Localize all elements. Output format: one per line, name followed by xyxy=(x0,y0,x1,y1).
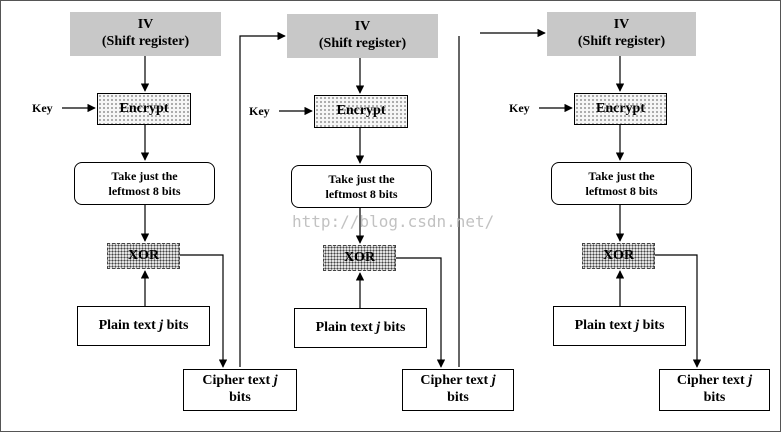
key-label-1: Key xyxy=(32,101,53,115)
encrypt-box-3: Encrypt xyxy=(574,93,667,125)
iv-title-2: IV xyxy=(354,19,371,35)
iv-shift-register-2: IV (Shift register) xyxy=(287,14,438,58)
ciphertext-label-3: Cipher text j xyxy=(676,373,753,389)
encrypt-label-1: Encrypt xyxy=(119,100,169,116)
take-line1-1: Take just the xyxy=(111,169,178,184)
encrypt-label-3: Encrypt xyxy=(596,100,645,116)
encrypt-box-1: Encrypt xyxy=(97,93,191,125)
take-leftmost-bits-box-3: Take just the leftmost 8 bits xyxy=(551,162,692,205)
take-line1-3: Take just the xyxy=(588,169,655,184)
take-line2-1: leftmost 8 bits xyxy=(108,183,181,198)
arrow-xor-to-cipher-3 xyxy=(655,254,702,368)
xor-box-2: XOR xyxy=(323,245,396,271)
feedback-cipher1-to-iv2 xyxy=(239,31,286,367)
plaintext-label-3: Plain text j bits xyxy=(574,317,665,333)
ciphertext-line2-1: bits xyxy=(229,390,251,405)
xor-label-3: XOR xyxy=(602,247,635,263)
xor-label-2: XOR xyxy=(343,249,376,265)
plaintext-box-3: Plain text j bits xyxy=(553,306,686,346)
take-leftmost-bits-box-2: Take just the leftmost 8 bits xyxy=(291,165,432,208)
take-line1-2: Take just the xyxy=(328,172,395,187)
iv-subtitle-1: (Shift register) xyxy=(101,34,190,49)
xor-label-1: XOR xyxy=(127,247,160,263)
iv-title-3: IV xyxy=(613,17,630,33)
iv-subtitle-2: (Shift register) xyxy=(318,36,407,51)
encrypt-box-2: Encrypt xyxy=(314,95,408,128)
iv-subtitle-3: (Shift register) xyxy=(577,34,666,49)
encrypt-label-2: Encrypt xyxy=(336,103,386,119)
plaintext-box-2: Plain text j bits xyxy=(294,308,427,348)
iv-title-1: IV xyxy=(137,17,154,33)
plaintext-label-1: Plain text j bits xyxy=(98,317,189,333)
ciphertext-box-2: Cipher text j bits xyxy=(402,369,514,411)
arrow-xor-to-cipher-2 xyxy=(396,257,446,368)
key-label-2: Key xyxy=(249,104,270,118)
ciphertext-box-3: Cipher text j bits xyxy=(659,369,770,411)
plaintext-box-1: Plain text j bits xyxy=(77,306,210,346)
ciphertext-box-1: Cipher text j bits xyxy=(183,369,297,411)
take-line2-3: leftmost 8 bits xyxy=(585,183,658,198)
ciphertext-line2-2: bits xyxy=(447,390,469,405)
plaintext-label-2: Plain text j bits xyxy=(315,319,406,335)
watermark-text: http://blog.csdn.net/ xyxy=(292,212,495,231)
ciphertext-label-1: Cipher text j xyxy=(202,373,278,389)
take-line2-2: leftmost 8 bits xyxy=(325,186,398,201)
iv-shift-register-3: IV (Shift register) xyxy=(547,12,696,56)
arrow-xor-to-cipher-1 xyxy=(180,254,228,368)
take-leftmost-bits-box-1: Take just the leftmost 8 bits xyxy=(74,162,215,205)
iv-shift-register-1: IV (Shift register) xyxy=(70,12,221,56)
xor-box-3: XOR xyxy=(582,243,655,269)
ciphertext-line2-3: bits xyxy=(703,390,726,405)
ciphertext-label-2: Cipher text j xyxy=(420,373,496,389)
key-label-3: Key xyxy=(509,101,530,115)
xor-box-1: XOR xyxy=(107,243,180,269)
